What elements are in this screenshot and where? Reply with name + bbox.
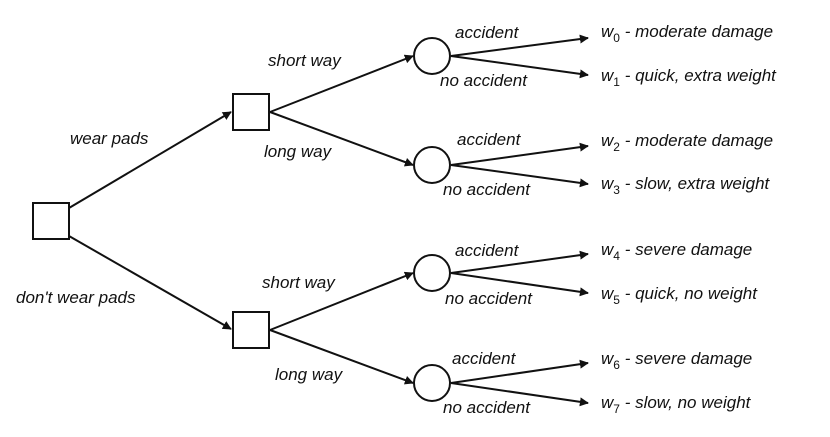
outcome-var: w <box>601 349 615 368</box>
outcome-var: w <box>601 66 615 85</box>
outcome-subscript: 1 <box>613 75 620 89</box>
edge-c1-accident <box>450 34 589 57</box>
label-d1-long-way: long way <box>264 142 333 161</box>
outcome-w3: w3 - slow, extra weight <box>601 174 771 197</box>
label-c3-no-accident: no accident <box>445 289 533 308</box>
outcome-description: - slow, no weight <box>620 393 752 412</box>
outcome-w0: w0 - moderate damage <box>601 22 773 45</box>
outcome-w4: w4 - severe damage <box>601 240 752 263</box>
label-c3-accident: accident <box>455 241 520 260</box>
edge-root-wear-pads <box>68 111 232 209</box>
edge-c1-no-accident <box>450 55 589 79</box>
edge-c4-no-accident <box>450 382 589 407</box>
outcome-description: - severe damage <box>620 349 752 368</box>
outcome-description: - slow, extra weight <box>620 174 771 193</box>
edge-c3-accident <box>450 250 589 274</box>
outcome-subscript: 7 <box>613 402 620 416</box>
edge-c2-no-accident <box>450 164 589 188</box>
label-c2-no-accident: no accident <box>443 180 531 199</box>
chance-node-3 <box>413 254 451 292</box>
label-d2-short-way: short way <box>262 273 336 292</box>
outcome-w2: w2 - moderate damage <box>601 131 773 154</box>
label-c2-accident: accident <box>457 130 522 149</box>
chance-node-4 <box>413 364 451 402</box>
outcome-var: w <box>601 22 615 41</box>
edge-c3-no-accident <box>450 272 589 297</box>
outcome-subscript: 5 <box>613 293 620 307</box>
outcome-description: - moderate damage <box>620 131 773 150</box>
outcome-subscript: 0 <box>613 31 620 45</box>
outcome-subscript: 4 <box>613 249 620 263</box>
outcome-var: w <box>601 393 615 412</box>
decision-node-wear-pads <box>232 93 270 131</box>
outcome-w1: w1 - quick, extra weight <box>601 66 777 89</box>
edge-c4-accident <box>450 359 589 384</box>
label-wear-pads: wear pads <box>70 129 149 148</box>
chance-node-1 <box>413 37 451 75</box>
outcome-var: w <box>601 131 615 150</box>
outcome-subscript: 6 <box>613 358 620 372</box>
outcome-var: w <box>601 174 615 193</box>
edge-d2-short-way <box>269 271 414 331</box>
outcome-subscript: 3 <box>613 183 620 197</box>
edge-d2-long-way <box>269 329 414 385</box>
outcome-description: - quick, no weight <box>620 284 758 303</box>
label-d2-long-way: long way <box>275 365 344 384</box>
edge-d1-short-way <box>269 54 414 113</box>
outcome-w5: w5 - quick, no weight <box>601 284 758 307</box>
outcome-subscript: 2 <box>613 140 620 154</box>
chance-node-2 <box>413 146 451 184</box>
label-c4-accident: accident <box>452 349 517 368</box>
outcome-description: - moderate damage <box>620 22 773 41</box>
decision-node-dont-wear-pads <box>232 311 270 349</box>
label-d1-short-way: short way <box>268 51 342 70</box>
outcome-description: - quick, extra weight <box>620 66 777 85</box>
label-c4-no-accident: no accident <box>443 398 531 417</box>
outcome-w6: w6 - severe damage <box>601 349 752 372</box>
label-dont-wear-pads: don't wear pads <box>16 288 136 307</box>
outcome-var: w <box>601 284 615 303</box>
edge-root-dont-wear-pads <box>68 235 232 330</box>
root-decision-node <box>32 202 70 240</box>
label-c1-no-accident: no accident <box>440 71 528 90</box>
edge-c2-accident <box>450 142 589 166</box>
outcome-var: w <box>601 240 615 259</box>
edge-d1-long-way <box>269 111 414 167</box>
label-c1-accident: accident <box>455 23 520 42</box>
outcome-w7: w7 - slow, no weight <box>601 393 752 416</box>
outcome-description: - severe damage <box>620 240 752 259</box>
